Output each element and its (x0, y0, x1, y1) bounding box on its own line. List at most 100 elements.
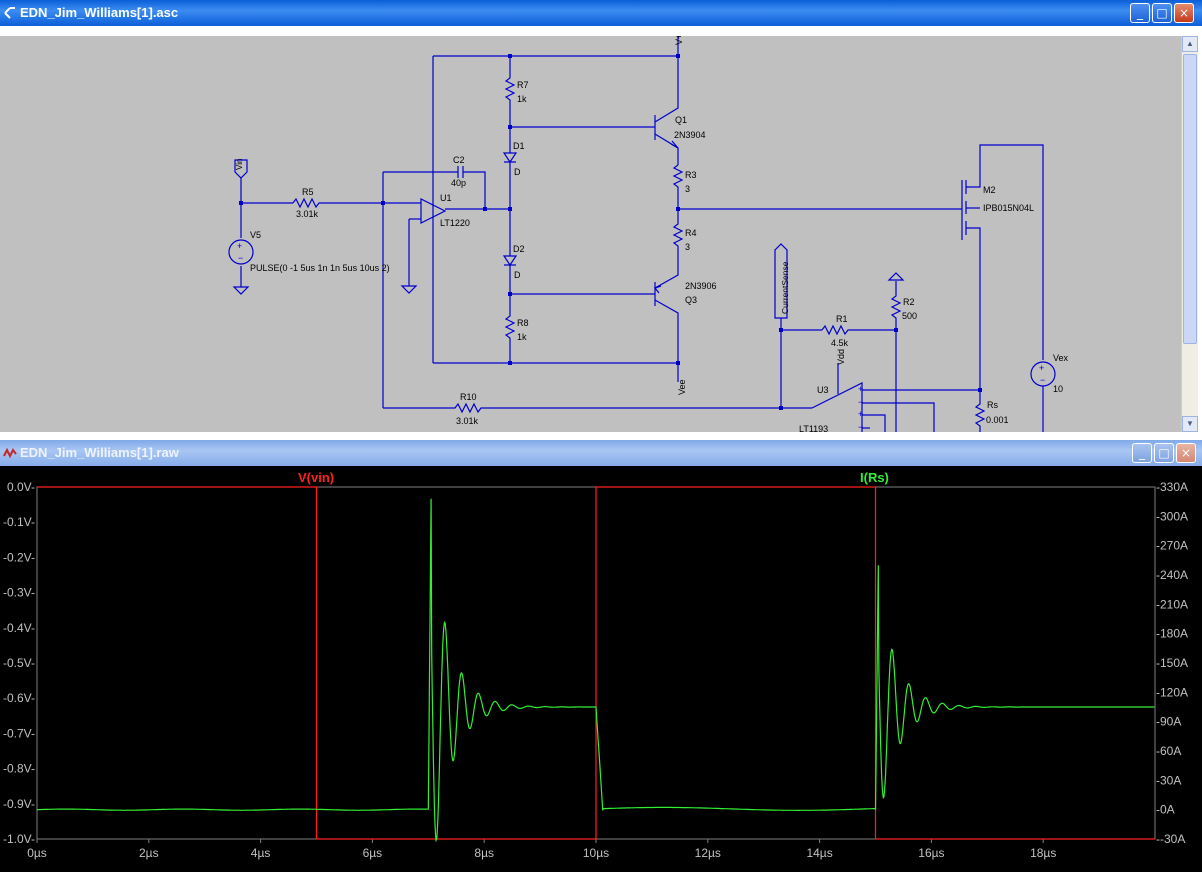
schematic-canvas[interactable]: Vin R5 3.01k V5 PULSE(0 -1 5us 1n 1n 5us… (0, 36, 1182, 432)
svg-text:−: − (1040, 375, 1045, 385)
x-tick-label: 14µs (806, 846, 832, 860)
schematic-close-button[interactable]: × (1174, 3, 1194, 23)
waveform-close-button[interactable]: × (1176, 443, 1196, 463)
label-u3-value: LT1193 (799, 424, 828, 432)
svg-text:+: + (858, 409, 863, 419)
label-r8: R8 (517, 318, 529, 328)
label-r5: R5 (302, 187, 314, 197)
label-q3-value: 2N3906 (685, 281, 717, 291)
label-v5: V5 (250, 230, 261, 240)
label-r2-value: 500 (902, 311, 917, 321)
schematic-vertical-scrollbar[interactable]: ▲ ▼ (1181, 36, 1198, 432)
right-tick-label: -240A (1156, 568, 1188, 582)
left-tick-label: -1.0V- (3, 832, 35, 846)
left-axis: 0.0V--0.1V--0.2V--0.3V--0.4V--0.5V--0.6V… (3, 480, 35, 846)
right-tick-label: -180A (1156, 627, 1188, 641)
label-r1-value: 4.5k (831, 338, 849, 348)
label-r7-value: 1k (517, 94, 527, 104)
label-d2-value: D (514, 270, 521, 280)
label-v5-value: PULSE(0 -1 5us 1n 1n 5us 10us 2) (250, 263, 390, 273)
right-tick-label: --30A (1156, 832, 1185, 846)
x-tick-label: 8µs (474, 846, 494, 860)
right-tick-label: -210A (1156, 597, 1188, 611)
right-tick-label: -30A (1156, 773, 1181, 787)
waveform-minimize-button[interactable]: _ (1132, 443, 1152, 463)
waveform-window-title: EDN_Jim_Williams[1].raw (20, 445, 179, 460)
x-tick-label: 16µs (918, 846, 944, 860)
left-tick-label: -0.7V- (3, 726, 35, 740)
left-tick-label: -0.6V- (3, 691, 35, 705)
label-vin: Vin (235, 159, 244, 170)
label-r1: R1 (836, 314, 848, 324)
svg-text:+: + (237, 241, 242, 251)
left-tick-label: -0.9V- (3, 797, 35, 811)
x-tick-label: 0µs (27, 846, 47, 860)
right-tick-label: -0A (1156, 803, 1175, 817)
scrollbar-thumb[interactable] (1183, 54, 1197, 344)
series-group (36, 486, 1155, 843)
label-c2-value: 40p (451, 178, 466, 188)
label-rs-value: 0.001 (986, 415, 1009, 425)
x-tick-label: 4µs (251, 846, 271, 860)
legend-irs[interactable]: I(Rs) (860, 470, 889, 485)
left-tick-label: -0.5V- (3, 656, 35, 670)
label-vex-value: 10 (1053, 384, 1063, 394)
svg-text:+: + (1039, 363, 1044, 373)
label-r10: R10 (460, 392, 477, 402)
waveform-window: EDN_Jim_Williams[1].raw _ □ × 0.0V--0.1V… (0, 440, 1202, 872)
left-tick-label: -0.3V- (3, 586, 35, 600)
schematic-maximize-button[interactable]: □ (1152, 3, 1172, 23)
scroll-up-button[interactable]: ▲ (1182, 36, 1198, 52)
right-tick-label: -300A (1156, 509, 1188, 523)
svg-text:−: − (858, 422, 863, 432)
label-u1-value: LT1220 (440, 218, 470, 228)
right-axis: -330A -300A -270A -240A -210A -180A -150A -120A… (1156, 480, 1188, 846)
left-tick-label: -0.4V- (3, 621, 35, 635)
waveform-plot[interactable]: 0.0V--0.1V--0.2V--0.3V--0.4V--0.5V--0.6V… (0, 466, 1202, 872)
waveform-maximize-button[interactable]: □ (1154, 443, 1174, 463)
waveform-app-icon (3, 447, 17, 459)
x-tick-label: 10µs (583, 846, 609, 860)
label-rs: Rs (987, 400, 998, 410)
right-tick-label: -270A (1156, 539, 1188, 553)
label-r10-value: 3.01k (456, 416, 479, 426)
label-m2: M2 (983, 185, 996, 195)
label-q3: Q3 (685, 295, 697, 305)
right-tick-label: -330A (1156, 480, 1188, 494)
label-vplus: V+ (674, 36, 684, 45)
x-tick-label: 18µs (1030, 846, 1056, 860)
label-r4: R4 (685, 228, 697, 238)
label-vex: Vex (1053, 353, 1069, 363)
svg-text:−: − (858, 397, 863, 407)
label-r3-value: 3 (685, 184, 690, 194)
label-vee: Vee (677, 379, 687, 395)
label-r2: R2 (903, 297, 915, 307)
label-q1-value: 2N3904 (674, 130, 706, 140)
label-r7: R7 (517, 80, 529, 90)
waveform-titlebar[interactable]: EDN_Jim_Williams[1].raw _ □ × (0, 440, 1202, 466)
legend-vvin[interactable]: V(vin) (298, 470, 334, 485)
label-d1: D1 (513, 141, 525, 151)
left-tick-label: -0.8V- (3, 762, 35, 776)
svg-text:−: − (238, 253, 243, 263)
right-tick-label: -120A (1156, 685, 1188, 699)
svg-text:+: + (858, 384, 863, 394)
right-tick-label: -150A (1156, 656, 1188, 670)
x-tick-label: 2µs (139, 846, 159, 860)
label-vdd: Vdd (836, 349, 846, 365)
schematic-minimize-button[interactable]: _ (1130, 3, 1150, 23)
x-tick-label: 12µs (695, 846, 721, 860)
label-u1: U1 (440, 193, 452, 203)
right-tick-label: -60A (1156, 744, 1181, 758)
scroll-down-button[interactable]: ▼ (1182, 416, 1198, 432)
label-r5-value: 3.01k (296, 209, 319, 219)
label-currentsense: CurrentSense (780, 261, 790, 314)
label-c2: C2 (453, 155, 465, 165)
label-r8-value: 1k (517, 332, 527, 342)
label-m2-value: IPB015N04L (983, 203, 1034, 213)
schematic-titlebar[interactable]: EDN_Jim_Williams[1].asc _ □ × (0, 0, 1202, 26)
label-q1: Q1 (675, 115, 687, 125)
label-u3: U3 (817, 385, 829, 395)
left-tick-label: 0.0V- (7, 480, 35, 494)
